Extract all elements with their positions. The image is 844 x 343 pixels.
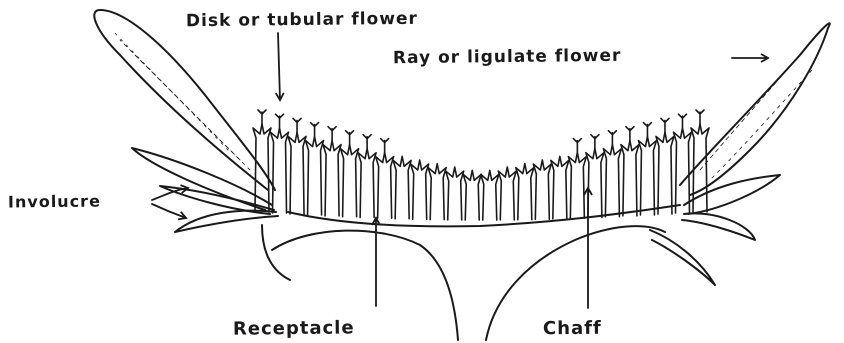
involucre-bracts-left [132, 148, 290, 280]
floret-stigma [696, 110, 704, 124]
floret-stigma [661, 118, 669, 132]
label-receptacle: Receptacle [233, 317, 355, 339]
disk-floret [638, 137, 656, 215]
disk-floret [603, 145, 621, 217]
floret-stigma [276, 114, 284, 128]
disk-arrow [278, 33, 280, 100]
disk-floret [271, 128, 289, 213]
disk-floret [551, 156, 569, 218]
disk-floret [656, 132, 674, 214]
involucre-arrow-lower [152, 204, 186, 218]
floret-stigma [328, 127, 336, 141]
disk-floret [498, 167, 516, 220]
involucre-bracts-right [650, 175, 780, 285]
label-involucre: Involucre [8, 192, 101, 212]
floret-stigma [363, 135, 371, 149]
label-chaff: Chaff [543, 318, 602, 340]
disk-floret [568, 153, 586, 219]
disk-floret [516, 164, 534, 220]
label-disk-flower: Disk or tubular flower [186, 9, 418, 31]
disk-floret [341, 145, 359, 217]
disk-floret [288, 132, 306, 214]
ray-flower-right [680, 23, 830, 195]
floret-stigma [643, 123, 651, 137]
label-ray-flower: Ray or ligulate flower [393, 46, 622, 68]
floret-stigma [608, 131, 616, 145]
floret-stigma [678, 114, 686, 128]
disk-floret [621, 141, 639, 216]
disk-florets [253, 110, 709, 220]
floret-stigma [591, 135, 599, 149]
disk-floret [411, 160, 429, 219]
disk-floret [673, 128, 691, 213]
disk-floret [358, 149, 376, 218]
disk-floret [481, 170, 499, 220]
disk-floret [393, 156, 411, 218]
disk-floret [533, 160, 551, 219]
floret-stigma [381, 139, 389, 153]
floret-stigma [258, 110, 266, 124]
disk-floret [428, 164, 446, 220]
ray-flower-left [94, 10, 275, 190]
floret-stigma [626, 127, 634, 141]
floret-stigma [573, 139, 581, 153]
disk-floret [446, 167, 464, 220]
disk-floret [306, 137, 324, 215]
disk-floret [376, 153, 394, 219]
disk-floret [463, 170, 481, 220]
disk-floret [323, 141, 341, 216]
floret-stigma [346, 131, 354, 145]
disk-floret [691, 124, 709, 212]
floret-stigma [311, 123, 319, 137]
floret-stigma [293, 118, 301, 132]
